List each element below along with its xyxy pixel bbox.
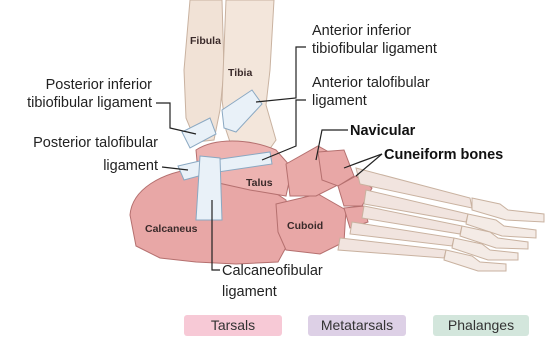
tibia-label: Tibia xyxy=(228,67,252,79)
anterior-talofibular-label-2: ligament xyxy=(312,92,367,110)
posterior-inferior-tibiofibular-label-1: Posterior inferior xyxy=(0,76,152,94)
legend-metatarsals: Metatarsals xyxy=(308,315,406,336)
fibula-label: Fibula xyxy=(190,35,221,47)
anterior-inferior-tibiofibular-label-2: tibiofibular ligament xyxy=(312,40,437,58)
posterior-talofibular-label-2: ligament xyxy=(0,157,158,175)
posterior-talofibular-label-1: Posterior talofibular xyxy=(0,134,158,152)
cuneiform-label: Cuneiform bones xyxy=(384,146,503,164)
calcaneofibular-label-1: Calcaneofibular xyxy=(222,262,323,280)
calcaneofibular-label-2: ligament xyxy=(222,283,277,301)
anterior-inferior-tibiofibular-label-1: Anterior inferior xyxy=(312,22,411,40)
phalanges xyxy=(444,198,544,271)
leader-cuneiform-1 xyxy=(344,154,382,168)
talus-label: Talus xyxy=(246,177,273,189)
posterior-inferior-tibiofibular-label-2: tibiofibular ligament xyxy=(0,94,152,112)
cuboid-label: Cuboid xyxy=(287,220,323,232)
legend-phalanges: Phalanges xyxy=(433,315,529,336)
tibia-bone xyxy=(222,0,276,160)
navicular-label: Navicular xyxy=(350,122,415,140)
calcaneofibular-ligament xyxy=(196,156,222,220)
anterior-talofibular-label-1: Anterior talofibular xyxy=(312,74,430,92)
calcaneus-label: Calcaneus xyxy=(145,223,198,235)
legend-tarsals: Tarsals xyxy=(184,315,282,336)
